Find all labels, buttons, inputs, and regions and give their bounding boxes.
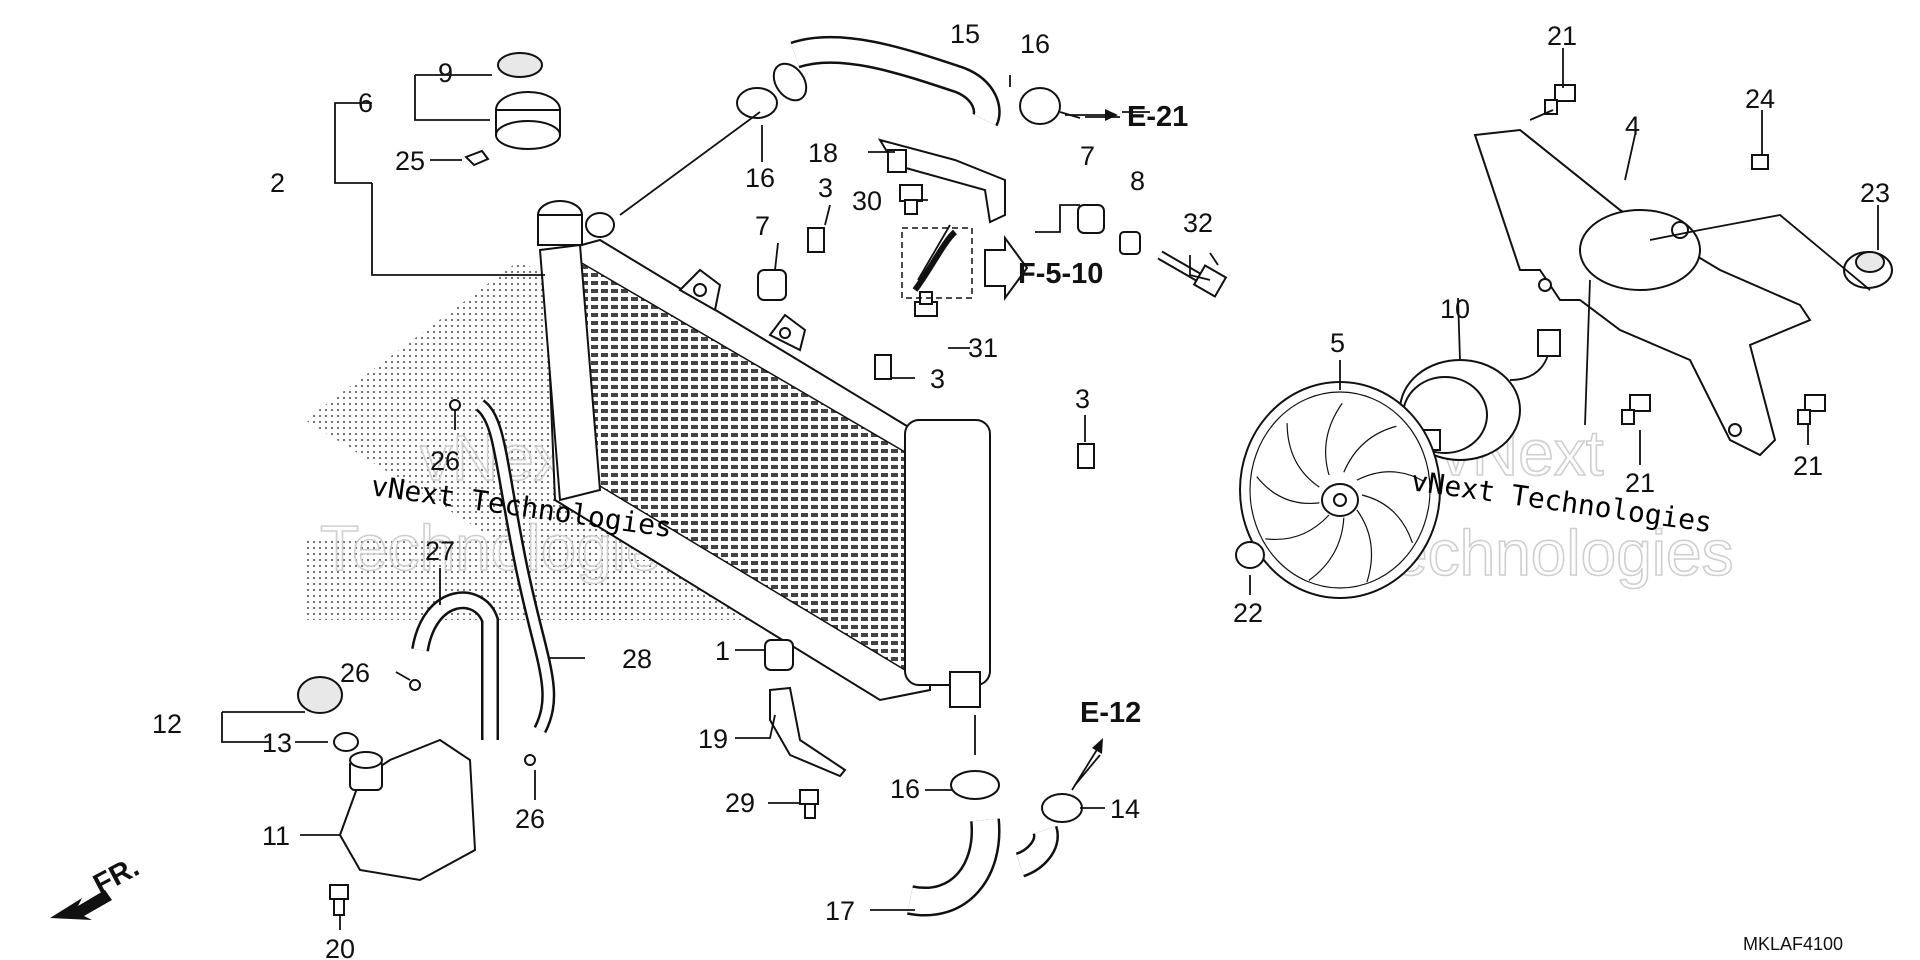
overflow-hoses — [409, 399, 556, 766]
reservoir-tank — [297, 676, 477, 916]
lower-hose — [907, 770, 1083, 917]
radiator-cap — [464, 52, 561, 167]
callout-6: 6 — [358, 88, 373, 118]
callout-26-bottom: 26 — [515, 804, 545, 834]
front-label: FR. — [88, 851, 144, 901]
callout-29: 29 — [725, 788, 755, 818]
fan-blade — [1356, 509, 1373, 583]
callout-4: 4 — [1625, 111, 1640, 141]
callout-26-top: 26 — [430, 446, 460, 476]
fan-blade — [1343, 425, 1397, 473]
clips — [807, 227, 1095, 469]
callout-7-right: 7 — [1080, 141, 1095, 171]
callout-3-top: 3 — [818, 173, 833, 203]
fan-blade — [1265, 514, 1330, 541]
callout-3-middle: 3 — [930, 364, 945, 394]
callout-16-top-left: 16 — [745, 163, 775, 193]
reference-f510: F-5-10 — [1018, 258, 1103, 290]
callout-5: 5 — [1330, 328, 1345, 358]
reference-labels: E-21 F-5-10 E-12 — [1018, 101, 1188, 729]
callout-21-right: 21 — [1793, 451, 1823, 481]
fan-blade — [1308, 517, 1345, 581]
callout-12: 12 — [152, 709, 182, 739]
callout-16-top-right: 16 — [1020, 29, 1050, 59]
reference-arrows — [1065, 109, 1118, 791]
callout-2: 2 — [270, 168, 285, 198]
reference-e21: E-21 — [1127, 101, 1188, 133]
callout-21-top: 21 — [1547, 21, 1577, 51]
callout-18: 18 — [808, 138, 838, 168]
callout-11: 11 — [262, 821, 290, 851]
callout-9: 9 — [438, 58, 453, 88]
callout-1: 1 — [715, 636, 730, 666]
upper-hose — [736, 35, 1061, 127]
callout-14: 14 — [1110, 794, 1140, 824]
callout-10: 10 — [1440, 294, 1470, 324]
callout-26-middle: 26 — [340, 658, 370, 688]
cooling-fan — [1239, 381, 1441, 599]
leader-lines — [221, 48, 1879, 930]
rubber-mounts — [757, 204, 1228, 301]
callout-30: 30 — [852, 186, 882, 216]
callout-21-middle: 21 — [1625, 468, 1655, 498]
callout-15: 15 — [950, 19, 980, 49]
callout-8: 8 — [1130, 166, 1145, 196]
front-direction-arrow: FR. — [50, 851, 145, 920]
callout-32: 32 — [1183, 208, 1213, 238]
callout-24: 24 — [1745, 84, 1775, 114]
callout-7-left: 7 — [755, 211, 770, 241]
fan-blade — [1361, 494, 1414, 544]
upper-bracket — [877, 138, 1006, 317]
callout-22: 22 — [1233, 598, 1263, 628]
callout-13: 13 — [262, 728, 292, 758]
reference-box-f510 — [901, 227, 1029, 302]
callout-20: 20 — [325, 934, 355, 960]
diagram-code: MKLAF4100 — [1743, 934, 1843, 954]
fan-blade — [1256, 476, 1320, 505]
callout-labels: 1 2 3 3 3 4 5 6 7 7 8 9 10 11 12 13 14 1… — [152, 19, 1890, 960]
radiator — [537, 200, 991, 708]
callout-27: 27 — [425, 536, 455, 566]
callout-25: 25 — [395, 146, 425, 176]
callout-16-bottom: 16 — [890, 774, 920, 804]
callout-17: 17 — [825, 896, 855, 926]
fan-blade — [1286, 423, 1320, 488]
fan-shroud — [1473, 128, 1812, 457]
callout-3-right: 3 — [1075, 384, 1090, 414]
callout-23: 23 — [1860, 178, 1890, 208]
callout-28: 28 — [622, 644, 652, 674]
callout-19: 19 — [698, 724, 728, 754]
reference-e12: E-12 — [1080, 697, 1141, 729]
fan-blade — [1325, 402, 1343, 476]
callout-31: 31 — [968, 333, 998, 363]
fan-blade — [1356, 471, 1425, 482]
